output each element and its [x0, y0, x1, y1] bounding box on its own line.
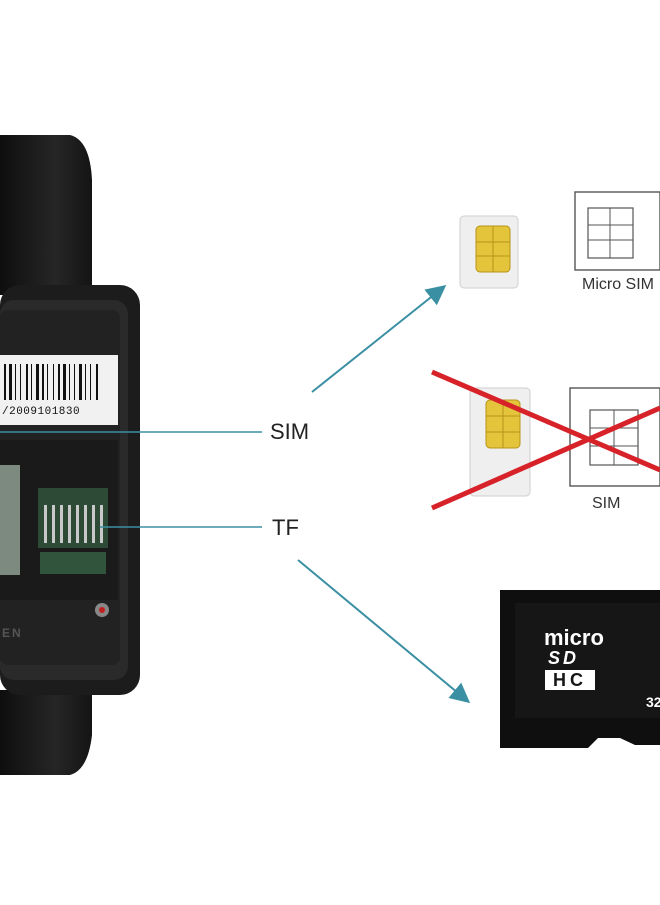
- barcode-bar: [4, 364, 6, 400]
- barcode-bar: [47, 364, 48, 400]
- connector-pin: [60, 505, 63, 543]
- barcode-bar: [53, 364, 54, 400]
- barcode-bar: [90, 364, 91, 400]
- tf-callout-label: TF: [272, 515, 299, 540]
- sim-arrow: [311, 285, 447, 393]
- micro-sim-outline: [574, 191, 660, 271]
- microsd-brand-hc: HC: [545, 670, 595, 690]
- barcode-sticker: [0, 355, 118, 425]
- micro-sim-label: Micro SIM: [582, 276, 654, 293]
- barcode-bar: [58, 364, 60, 400]
- watch-strap-bottom: [0, 690, 92, 775]
- micro-sim-card: [459, 215, 519, 289]
- connector-pin: [68, 505, 71, 543]
- barcode-bar: [96, 364, 98, 400]
- watch-serial-number: /2009101830: [2, 406, 81, 418]
- watch-strap-top: [0, 135, 92, 295]
- barcode-bar: [9, 364, 12, 400]
- barcode-bar: [85, 364, 86, 400]
- barcode-bar: [36, 364, 39, 400]
- barcode-bar: [20, 364, 21, 400]
- connector-pin: [76, 505, 79, 543]
- barcode-bar: [42, 364, 44, 400]
- card-slot-area: [0, 440, 118, 600]
- barcode-bar: [74, 364, 75, 400]
- connector-pin: [84, 505, 87, 543]
- microsd-brand-micro: micro: [544, 625, 604, 650]
- barcode-bar: [63, 364, 66, 400]
- barcode-bar: [79, 364, 82, 400]
- connector-pin: [92, 505, 95, 543]
- connector-pin: [44, 505, 47, 543]
- connector-pin: [100, 505, 103, 543]
- barcode-bar: [15, 364, 16, 400]
- connector-pin: [52, 505, 55, 543]
- barcode-bar: [69, 364, 70, 400]
- barcode-bar: [26, 364, 28, 400]
- watch-engraving: EN: [2, 626, 23, 640]
- sim-callout-label: SIM: [270, 419, 310, 444]
- microsd-card: [500, 590, 660, 748]
- sim-label: SIM: [592, 495, 621, 512]
- red-cross-mark: [430, 369, 660, 511]
- watch-screw: [95, 603, 109, 617]
- microsd-brand-sd: SD: [548, 648, 580, 668]
- microsd-capacity: 32: [646, 694, 660, 710]
- tf-arrow: [297, 559, 471, 704]
- barcode-bar: [31, 364, 32, 400]
